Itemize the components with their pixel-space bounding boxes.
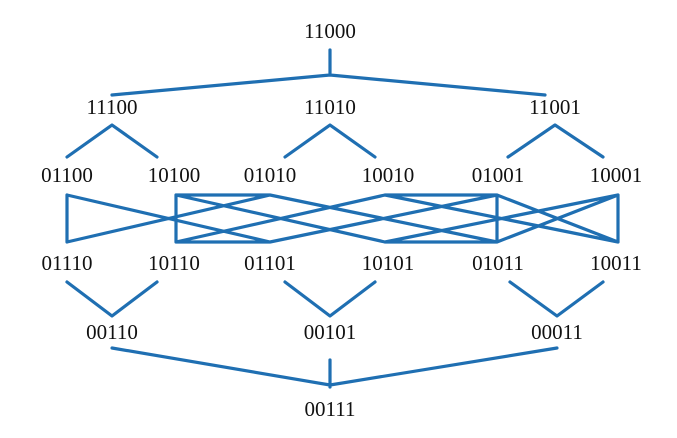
edge-00110-branch bbox=[65, 280, 159, 318]
node-01001: 01001 bbox=[472, 163, 525, 187]
node-11100: 11100 bbox=[87, 95, 138, 119]
edge-00101-branch bbox=[283, 280, 377, 318]
labels: 11000 11100 11010 11001 01100 10100 0101… bbox=[41, 19, 642, 421]
node-10101: 10101 bbox=[362, 251, 415, 275]
edge-11100-branch bbox=[65, 123, 159, 159]
node-11001: 11001 bbox=[529, 95, 581, 119]
node-01011: 01011 bbox=[472, 251, 524, 275]
node-01010: 01010 bbox=[244, 163, 297, 187]
node-11000: 11000 bbox=[304, 19, 356, 43]
node-01110: 01110 bbox=[42, 251, 93, 275]
node-00011: 00011 bbox=[531, 320, 583, 344]
edge-00011-branch bbox=[508, 280, 605, 318]
node-00111: 00111 bbox=[305, 397, 356, 421]
edge-11001-branch bbox=[506, 123, 605, 159]
node-10011: 10011 bbox=[590, 251, 642, 275]
node-11010: 11010 bbox=[304, 95, 356, 119]
edges bbox=[65, 48, 620, 389]
node-00110: 00110 bbox=[86, 320, 138, 344]
node-10100: 10100 bbox=[148, 163, 201, 187]
node-01100: 01100 bbox=[41, 163, 93, 187]
node-00101: 00101 bbox=[304, 320, 357, 344]
node-10010: 10010 bbox=[362, 163, 415, 187]
node-10110: 10110 bbox=[148, 251, 200, 275]
node-01101: 01101 bbox=[244, 251, 296, 275]
edge-crossing-band bbox=[65, 193, 620, 244]
edge-00111-fan bbox=[110, 346, 559, 389]
edge-11000-fan bbox=[110, 48, 547, 97]
edge-11010-branch bbox=[283, 123, 377, 159]
node-10001: 10001 bbox=[590, 163, 643, 187]
